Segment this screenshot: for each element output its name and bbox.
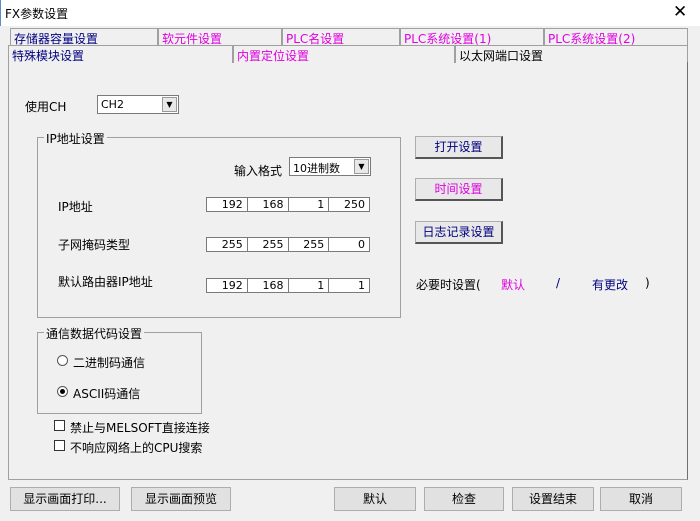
cpu-search-label: 不响应网络上的CPU搜索 bbox=[70, 441, 203, 455]
channel-value: CH2 bbox=[101, 98, 124, 111]
print-button[interactable]: 显示画面打印... bbox=[10, 487, 120, 511]
log-settings-button[interactable]: 日志记录设置 bbox=[415, 221, 503, 244]
tab-plc-name[interactable]: PLC名设置 bbox=[282, 28, 400, 46]
ip-group-title: IP地址设置 bbox=[44, 130, 107, 147]
octet[interactable]: 1 bbox=[289, 198, 330, 211]
finish-button[interactable]: 设置结束 bbox=[512, 487, 594, 511]
format-label: 输入格式 bbox=[234, 164, 283, 178]
necessity-changed: 有更改 bbox=[592, 278, 629, 292]
melsoft-checkbox[interactable] bbox=[54, 420, 65, 431]
ascii-radio[interactable] bbox=[57, 386, 68, 397]
chevron-down-icon: ▼ bbox=[162, 97, 177, 112]
binary-radio[interactable] bbox=[57, 355, 68, 366]
octet[interactable]: 255 bbox=[207, 238, 248, 251]
tab-builtin-positioning[interactable]: 内置定位设置 bbox=[233, 45, 455, 63]
code-settings-group: 通信数据代码设置 bbox=[37, 325, 202, 414]
tab-ethernet-port[interactable]: 以太网端口设置 bbox=[455, 45, 688, 63]
open-settings-button[interactable]: 打开设置 bbox=[415, 136, 503, 159]
octet[interactable]: 192 bbox=[207, 279, 248, 292]
format-select[interactable]: 10进制数 ▼ bbox=[289, 157, 371, 176]
format-value: 10进制数 bbox=[293, 162, 340, 175]
title-bar: FX参数设置 ✕ bbox=[0, 0, 700, 26]
necessity-close: ) bbox=[645, 276, 650, 290]
melsoft-label: 禁止与MELSOFT直接连接 bbox=[70, 421, 210, 435]
close-icon[interactable]: ✕ bbox=[673, 2, 688, 22]
check-button[interactable]: 检查 bbox=[424, 487, 504, 511]
octet[interactable]: 255 bbox=[289, 238, 330, 251]
octet[interactable]: 1 bbox=[289, 279, 330, 292]
tab-special-module[interactable]: 特殊模块设置 bbox=[8, 45, 233, 63]
tab-panel bbox=[8, 62, 688, 480]
default-button[interactable]: 默认 bbox=[334, 487, 416, 511]
octet[interactable]: 192 bbox=[207, 198, 248, 211]
window-title: FX参数设置 bbox=[5, 7, 69, 21]
tab-plc-system-1[interactable]: PLC系统设置(1) bbox=[400, 28, 544, 46]
cpu-search-checkbox[interactable] bbox=[54, 440, 65, 451]
mask-label: 子网掩码类型 bbox=[58, 238, 131, 252]
necessity-label: 必要时设置( bbox=[416, 278, 481, 292]
binary-label: 二进制码通信 bbox=[73, 356, 146, 370]
octet[interactable]: 1 bbox=[358, 279, 365, 292]
ip-settings-group: IP地址设置 bbox=[37, 130, 401, 318]
tab-memory-capacity[interactable]: 存储器容量设置 bbox=[10, 28, 158, 46]
channel-label: 使用CH bbox=[25, 100, 67, 114]
code-group-title: 通信数据代码设置 bbox=[44, 325, 145, 342]
preview-button[interactable]: 显示画面预览 bbox=[131, 487, 231, 511]
octet[interactable]: 168 bbox=[248, 198, 289, 211]
ip-label: IP地址 bbox=[58, 200, 93, 214]
necessity-default: 默认 bbox=[501, 278, 526, 292]
tab-plc-system-2[interactable]: PLC系统设置(2) bbox=[544, 28, 688, 46]
time-settings-button[interactable]: 时间设置 bbox=[415, 178, 503, 201]
gateway-label: 默认路由器IP地址 bbox=[58, 275, 153, 289]
octet[interactable]: 0 bbox=[358, 238, 365, 251]
channel-select[interactable]: CH2 ▼ bbox=[97, 95, 179, 114]
chevron-down-icon: ▼ bbox=[354, 159, 369, 174]
necessity-slash: / bbox=[556, 276, 561, 290]
cancel-button[interactable]: 取消 bbox=[600, 487, 682, 511]
octet[interactable]: 250 bbox=[344, 198, 365, 211]
octet[interactable]: 255 bbox=[248, 238, 289, 251]
tab-device[interactable]: 软元件设置 bbox=[158, 28, 282, 46]
ascii-label: ASCII码通信 bbox=[73, 387, 141, 401]
octet[interactable]: 168 bbox=[248, 279, 289, 292]
